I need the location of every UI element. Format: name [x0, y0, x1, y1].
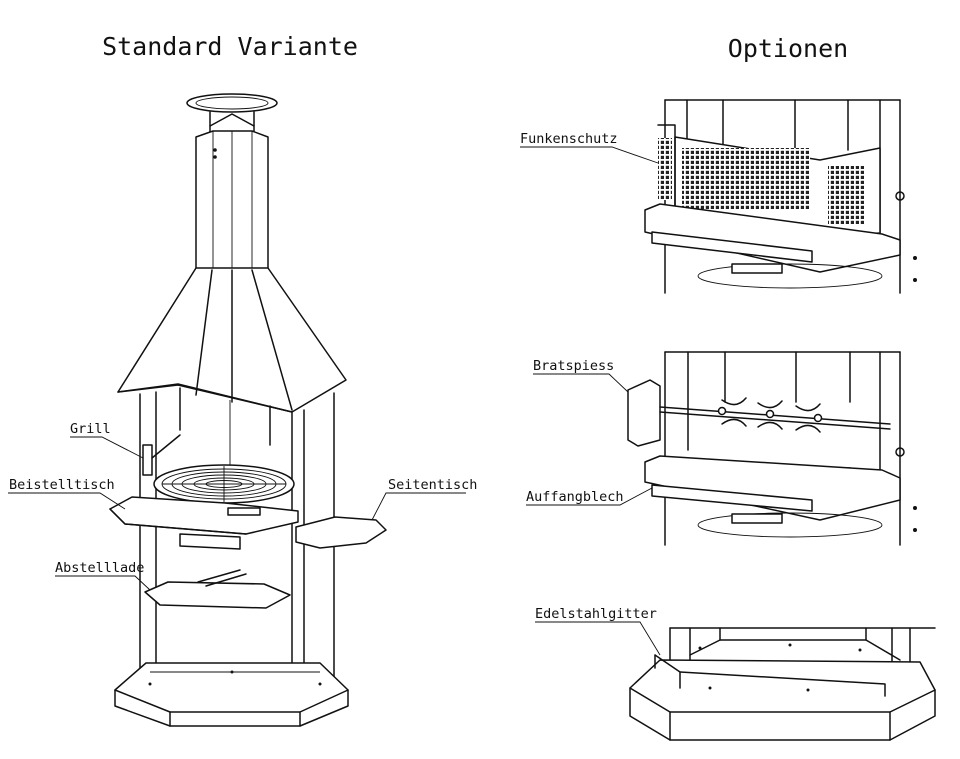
label-auffangblech: Auffangblech [526, 489, 624, 505]
standard-variant-heading: Standard Variante [102, 32, 358, 61]
leader-lines [8, 146, 661, 656]
label-funkenschutz: Funkenschutz [520, 131, 618, 147]
label-abstelllade: Abstelllade [55, 560, 144, 576]
option-funkenschutz-drawing [644, 99, 917, 294]
option-bratspiess-drawing [627, 351, 917, 546]
standard-grill-drawing [109, 93, 387, 727]
label-seitentisch: Seitentisch [388, 477, 477, 493]
label-grill: Grill [70, 421, 111, 437]
label-edelstahlgitter: Edelstahlgitter [535, 606, 657, 622]
options-heading: Optionen [728, 34, 848, 63]
label-beistelltisch: Beistelltisch [9, 477, 115, 493]
label-bratspiess: Bratspiess [533, 358, 614, 374]
option-edelstahlgitter-drawing [629, 627, 936, 741]
